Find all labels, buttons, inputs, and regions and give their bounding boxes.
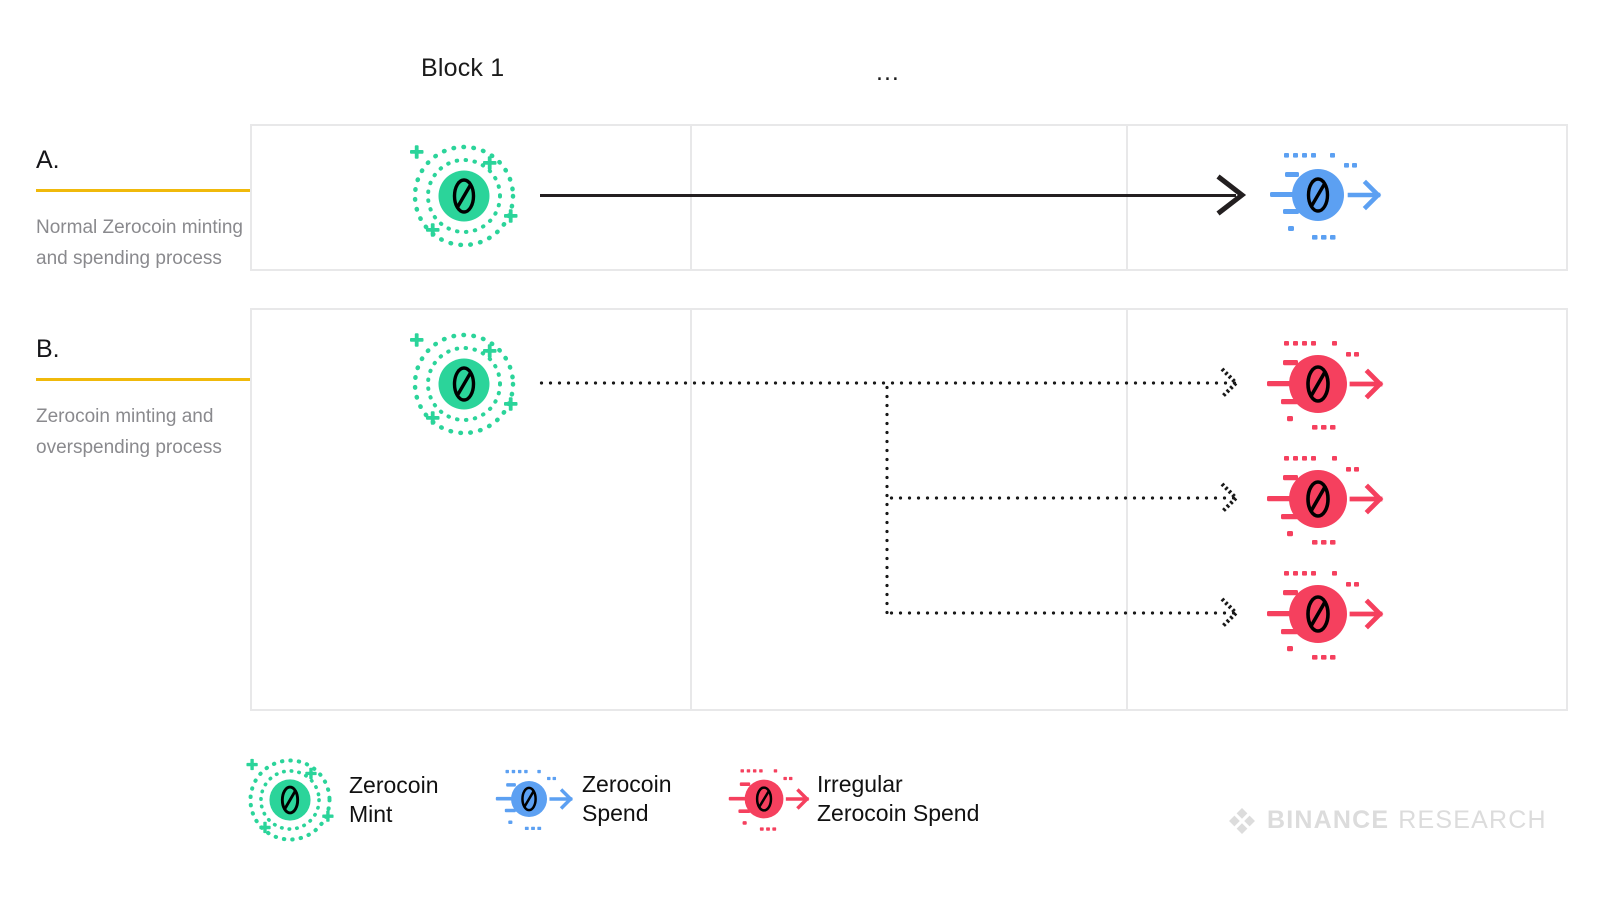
zerocoin-spend-icon [495, 769, 574, 831]
watermark-brand: BINANCE [1267, 806, 1390, 834]
spend-icon-svg [1270, 153, 1382, 240]
branch-arrow-head-icon [1220, 367, 1239, 399]
panel-b-divider-2 [1126, 310, 1128, 709]
row-label-b: B. Zerocoin minting and overspending pro… [36, 337, 256, 463]
legend-label-spend: Zerocoin Spend [582, 771, 672, 826]
irregular-zerocoin-spend-icon [1262, 562, 1384, 666]
legend-label-mint: Zerocoin Mint [349, 772, 439, 827]
panel-b-divider-1 [690, 310, 692, 709]
irregular-spend-svg [1267, 456, 1384, 545]
legend-item-spend: Zerocoin Spend [490, 763, 671, 835]
mint-rings-svg [410, 332, 518, 436]
arrow-head-icon [1216, 174, 1247, 216]
irregular-spend-svg [1267, 341, 1384, 430]
irregular-spend-svg [1267, 571, 1384, 660]
panel-a-divider-2 [1126, 126, 1128, 269]
branch-arrow-head-icon [1220, 597, 1239, 629]
row-b-rule [36, 378, 250, 381]
irregular-zerocoin-spend-icon [728, 769, 810, 831]
row-a-description: Normal Zerocoin minting and spending pro… [36, 217, 243, 269]
binance-logo-icon [1229, 807, 1255, 834]
binance-research-watermark: BINANCE RESEARCH [1228, 806, 1547, 835]
branch-arrow-head-icon [1220, 482, 1239, 514]
branch-line-bottom [887, 611, 1237, 615]
row-label-a: A. Normal Zerocoin minting and spending … [36, 148, 256, 274]
row-a-letter: A. [36, 146, 60, 174]
zerocoin-mint-icon [246, 758, 334, 842]
irregular-zerocoin-spend-icon [1262, 447, 1384, 551]
branch-line-middle [887, 496, 1237, 500]
zerocoin-mint-icon [404, 322, 524, 446]
irregular-zerocoin-spend-icon [1262, 332, 1384, 436]
row-b-letter: B. [36, 335, 60, 363]
block-continuation-ellipsis: ... [876, 58, 900, 86]
legend-item-irregular-spend: Irregular Zerocoin Spend [725, 763, 979, 835]
panel-a-divider-1 [690, 126, 692, 269]
row-a-rule [36, 189, 250, 192]
row-b-description: Zerocoin minting and overspending proces… [36, 406, 222, 458]
arrow-shaft [540, 194, 1236, 197]
legend-item-mint: Zerocoin Mint [240, 750, 438, 850]
legend-label-irregular-spend: Irregular Zerocoin Spend [817, 771, 980, 826]
zerocoin-mint-icon [404, 134, 524, 258]
watermark-sub: RESEARCH [1398, 806, 1547, 834]
block-1-title: Block 1 [421, 54, 505, 82]
zerocoin-spend-icon [1262, 143, 1384, 247]
mint-rings-svg [410, 144, 518, 248]
